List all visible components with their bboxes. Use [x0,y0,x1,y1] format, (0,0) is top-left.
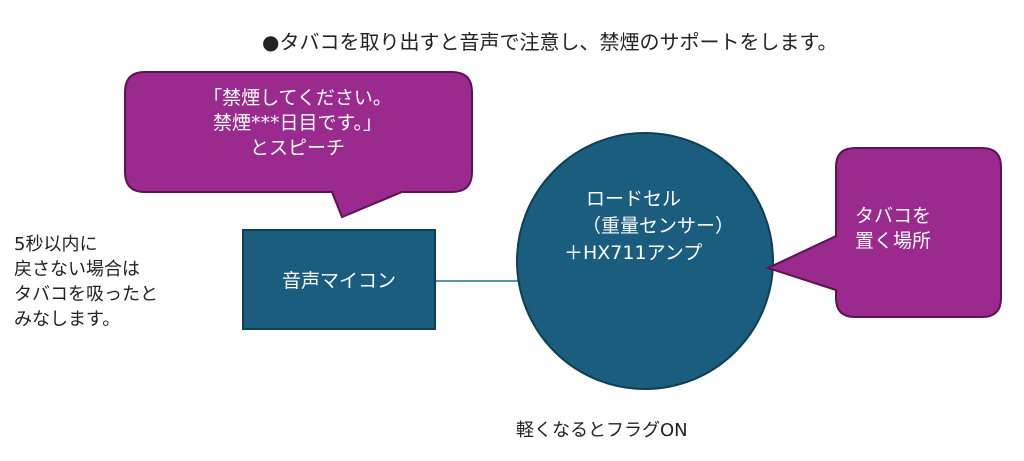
load-cell-text: ロードセル （重量センサー） ＋HX711アンプ [552,186,772,267]
bottom-note: 軽くなるとフラグON [516,420,688,441]
left-note-line-1: 5秒以内に [14,234,98,255]
place-bubble [765,147,1002,318]
speech-bubble [124,71,473,219]
left-note-line-3: タバコを吸ったと [14,284,158,305]
speech-line-3: とスピーチ [249,137,345,159]
left-note-line-4: みなします。 [14,309,121,330]
mcu-box [242,229,436,330]
left-note-line-2: 戻さない場合は [14,259,140,280]
place-line-1: タバコを [855,205,932,227]
place-bubble-text: タバコを 置く場所 [835,204,995,254]
load-cell-line-3: ＋HX711アンプ [564,242,703,264]
place-line-2: 置く場所 [855,230,932,252]
load-cell-circle [516,132,774,390]
left-note: 5秒以内に 戻さない場合は タバコを吸ったと みなします。 [14,232,224,332]
mcu-label: 音声マイコン [281,270,396,292]
speech-bubble-text: 「禁煙してください。 禁煙***日目です。」 とスピーチ [125,86,470,161]
diagram-title: ●タバコを取り出すと音声で注意し、禁煙のサポートをします。 [262,30,838,54]
load-cell-line-1: ロードセル [586,188,682,210]
speech-line-2: 禁煙***日目です。」 [212,112,383,134]
speech-line-1: 「禁煙してください。 [203,87,392,109]
load-cell-line-2: （重量センサー） [582,215,735,237]
